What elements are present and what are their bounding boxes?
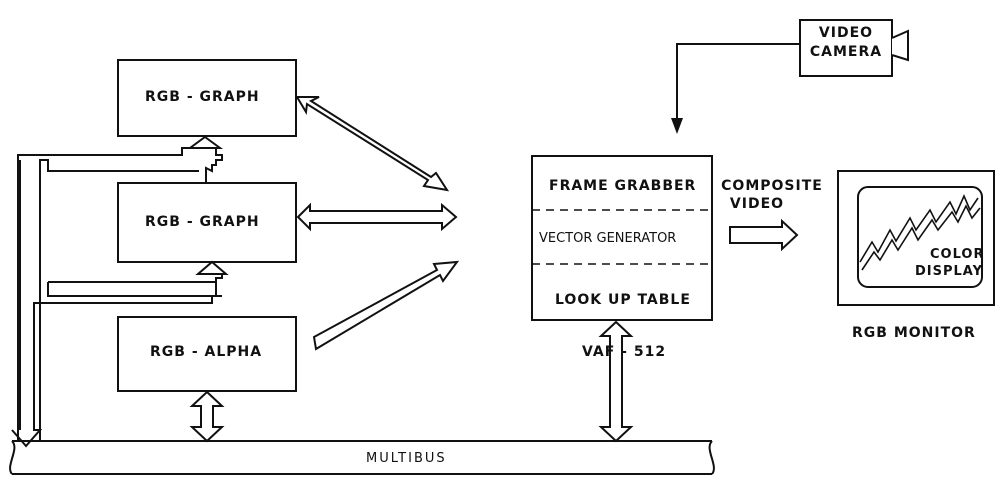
video-camera-box <box>799 19 893 77</box>
display-waveform-1 <box>859 194 979 263</box>
multibus-label: MULTIBUS <box>366 451 447 466</box>
display-waveform-2 <box>861 204 981 271</box>
graph1-up-arrowhead <box>186 135 224 149</box>
bus-hollow-arrow <box>11 160 222 448</box>
rgb-monitor-label: RGB MONITOR <box>852 325 976 341</box>
look-up-table-label: LOOK UP TABLE <box>555 292 691 308</box>
rgb-graph-1-label: RGB - GRAPH <box>145 89 260 105</box>
rgb-alpha-box <box>117 316 297 392</box>
color-label: COLOR <box>930 247 985 262</box>
composite-video-arrow <box>729 218 799 252</box>
graph2-up-arrowhead <box>195 260 229 275</box>
alpha-bus-double-arrow <box>189 390 225 443</box>
composite-label-line2: VIDEO <box>729 196 785 212</box>
camera-lens <box>891 29 909 62</box>
video-camera-label-line1: VIDEO <box>818 25 874 41</box>
rgb-graph-2-box <box>117 182 297 263</box>
rgb-graph-2-label: RGB - GRAPH <box>145 214 260 230</box>
camera-to-vaf-line <box>676 43 800 128</box>
camera-to-vaf-arrowhead <box>671 118 683 134</box>
vaf-512-box <box>531 155 713 321</box>
display-label: DISPLAY <box>915 264 984 279</box>
vaf-512-label: VAF - 512 <box>582 344 667 360</box>
frame-grabber-label: FRAME GRABBER <box>549 178 697 194</box>
rgb-graph-1-box <box>117 59 297 137</box>
graph1-diagonal-double-arrow <box>295 96 450 192</box>
vector-generator-label: VECTOR GENERATOR <box>539 231 677 246</box>
vaf-bus-double-arrow <box>598 320 634 443</box>
multibus-bar <box>9 440 715 475</box>
alpha-diagonal-arrow <box>312 260 460 351</box>
graph2-horizontal-double-arrow <box>296 202 458 232</box>
video-camera-label-line2: CAMERA <box>809 44 883 60</box>
composite-label-line1: COMPOSITE <box>721 178 823 194</box>
rgb-alpha-label: RGB - ALPHA <box>150 344 263 360</box>
